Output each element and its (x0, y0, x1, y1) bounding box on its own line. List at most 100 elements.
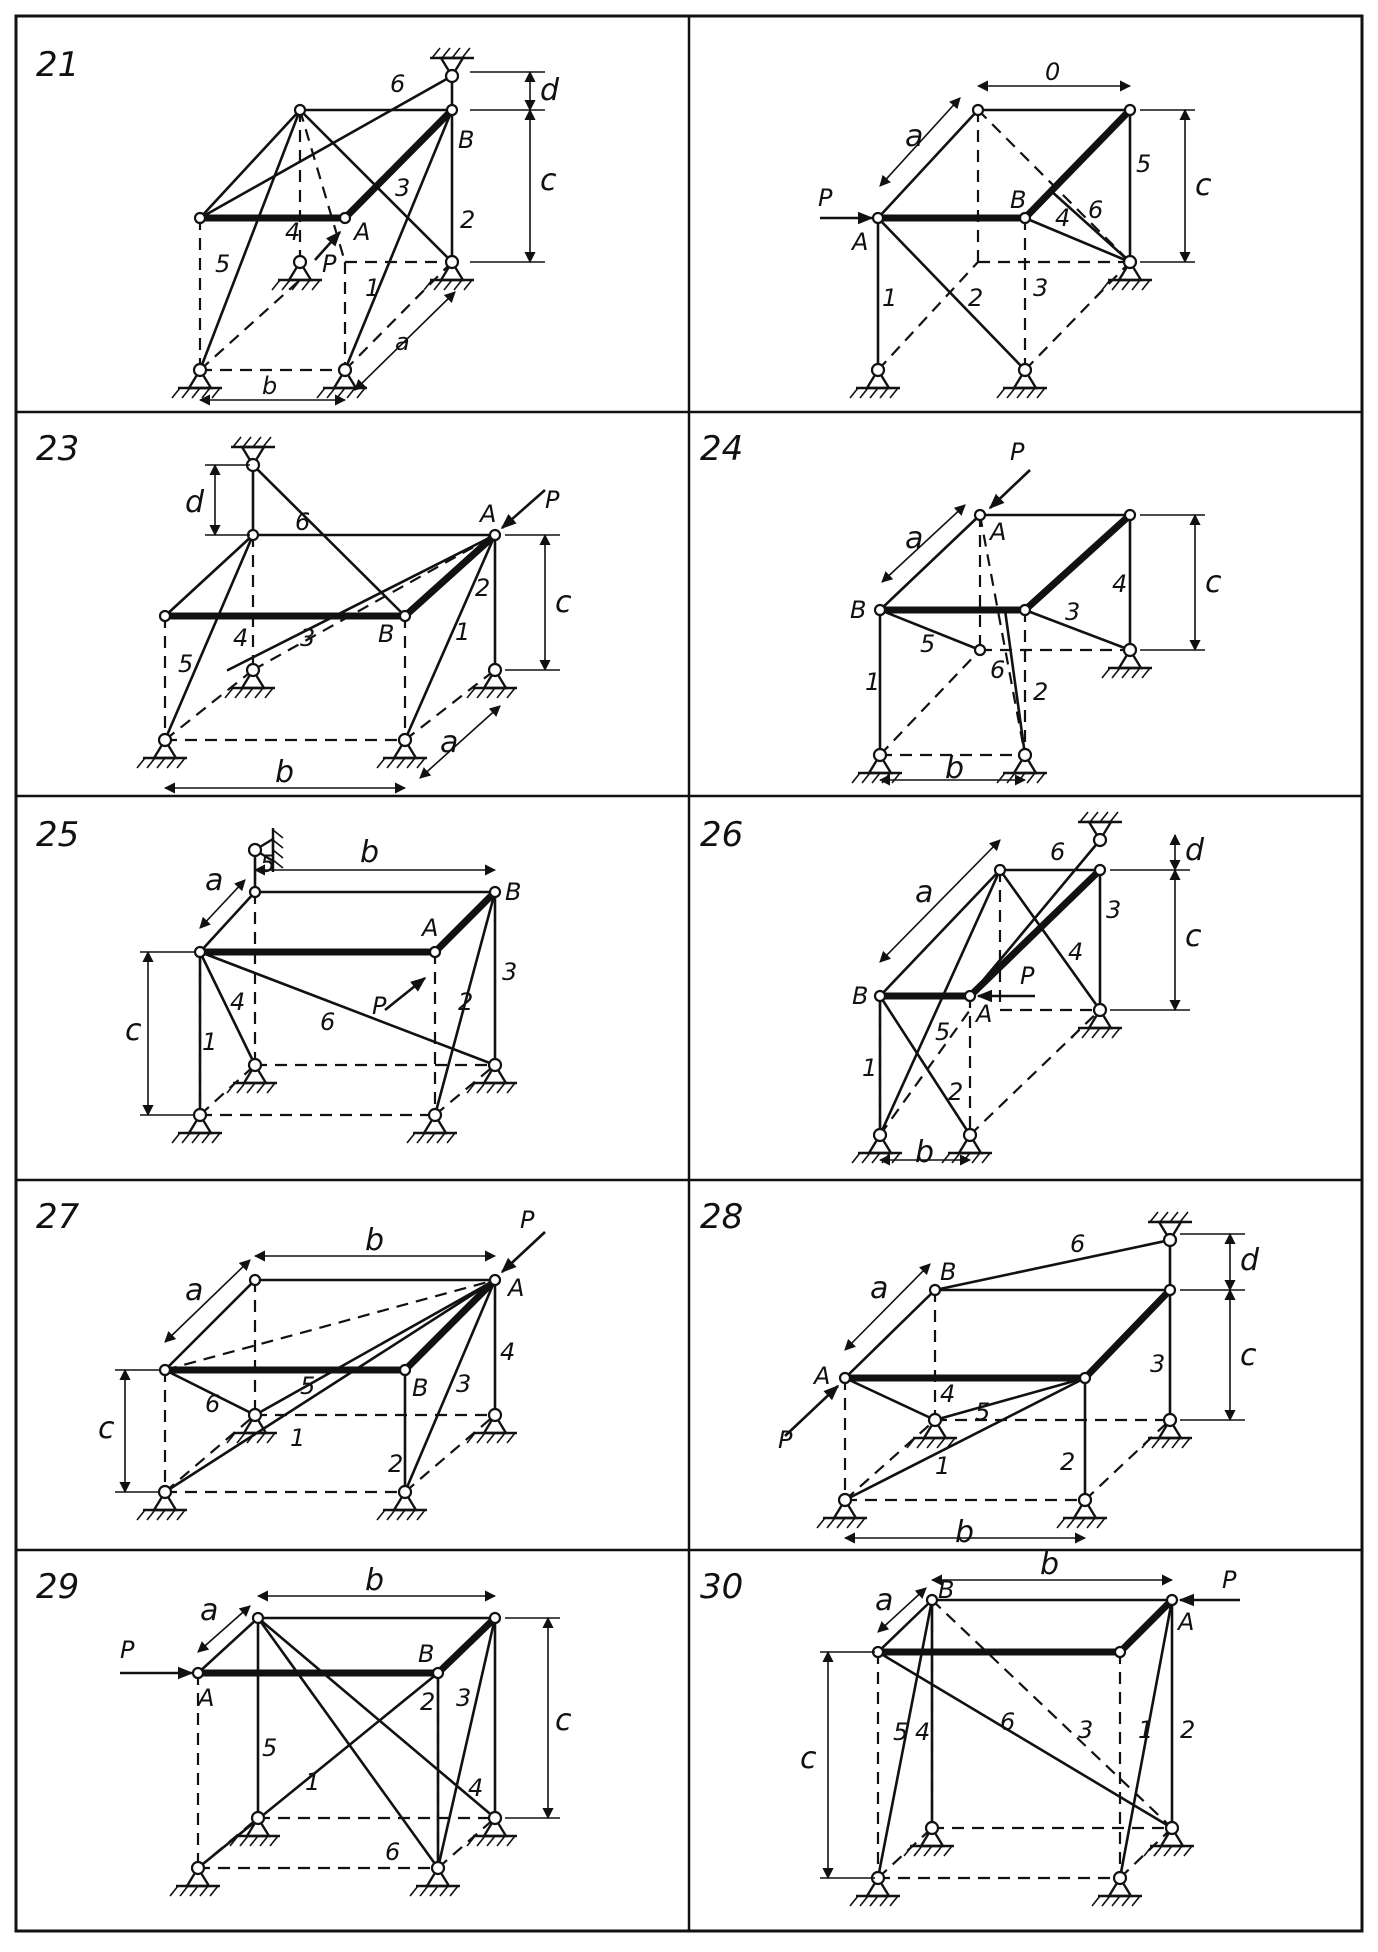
point-label: c (98, 1411, 115, 1446)
point-label: c (800, 1741, 817, 1776)
member-number-label: 1 (1138, 1716, 1153, 1744)
member-number-label: 4 (1068, 938, 1083, 966)
member-number-label: 4 (1055, 204, 1070, 232)
problem-26: 26 A B P a b c d (700, 810, 1205, 1170)
member-number-label: 2 (420, 1688, 435, 1716)
member-number-label: 5 (975, 1398, 990, 1426)
point-label: a (905, 521, 923, 556)
member-number-label: 2 (1033, 678, 1048, 706)
member-number-label: 5 (260, 850, 275, 878)
member-number-label: 2 (475, 574, 490, 602)
problem-number: 21 (36, 45, 79, 85)
point-label: P (545, 486, 560, 514)
member-number-label: 4 (285, 218, 300, 246)
point-label: a (870, 1271, 888, 1306)
member-number-label: 6 (390, 70, 405, 98)
point-label: B (378, 620, 394, 648)
member-number-label: 6 (1088, 196, 1103, 224)
point-label: b (915, 1135, 934, 1170)
point-label: A (988, 518, 1006, 546)
member-number-label: 6 (205, 1390, 220, 1418)
member-number-label: 3 (502, 958, 517, 986)
point-label: P (778, 1426, 793, 1454)
problem-24: 24 A B P a b c 1 2 (700, 429, 1222, 786)
point-label: P (818, 184, 833, 212)
member-number-label: 2 (388, 1450, 403, 1478)
point-label: c (555, 585, 572, 620)
point-label: a (205, 863, 223, 898)
member-number-label: 1 (455, 618, 470, 646)
point-label: A (850, 228, 868, 256)
problem-number: 29 (36, 1567, 79, 1607)
point-label: A (974, 1000, 992, 1028)
point-label: B (458, 126, 474, 154)
member-number-label: 1 (290, 1424, 305, 1452)
point-label: a (395, 328, 410, 356)
point-label: a (875, 1583, 893, 1618)
point-label: A (812, 1362, 830, 1390)
point-label: a (915, 875, 933, 910)
point-label: P (120, 1636, 135, 1664)
member-number-label: 2 (968, 284, 983, 312)
member-number-label: 2 (458, 988, 473, 1016)
problem-29: 29 A B P a b c 1 (36, 1563, 572, 1898)
member-number-label: 6 (990, 656, 1005, 684)
point-label: A (420, 914, 438, 942)
point-label: b (955, 1515, 974, 1550)
member-number-label: 1 (305, 1768, 320, 1796)
member-number-label: 6 (1070, 1230, 1085, 1258)
point-label: b (360, 835, 379, 870)
point-label: P (1010, 438, 1025, 466)
member-number-label: 2 (460, 206, 475, 234)
member-number-label: 1 (882, 284, 897, 312)
member-number-label: 5 (1136, 150, 1151, 178)
point-label: d (185, 485, 205, 520)
member-number-label: 5 (920, 630, 935, 658)
problem-number: 30 (700, 1567, 743, 1607)
member-number-label: 5 (893, 1718, 908, 1746)
problem-number: 28 (700, 1197, 743, 1237)
point-label: P (322, 250, 337, 278)
member-number-label: 4 (230, 988, 245, 1016)
point-label: b (262, 372, 277, 400)
member-number-label: 3 (456, 1684, 471, 1712)
member-number-label: 5 (178, 650, 193, 678)
member-number-label: 6 (295, 508, 310, 536)
member-number-label: 1 (935, 1452, 950, 1480)
member-number-label: 5 (300, 1372, 315, 1400)
member-number-label: 6 (1000, 1708, 1015, 1736)
member-number-label: 6 (385, 1838, 400, 1866)
member-number-label: 4 (1112, 570, 1127, 598)
problem-number: 27 (36, 1197, 80, 1237)
member-number-label: 3 (1033, 274, 1048, 302)
point-label: P (372, 992, 387, 1020)
member-number-label: 6 (320, 1008, 335, 1036)
point-label: P (520, 1206, 535, 1234)
member-number-label: 3 (300, 624, 315, 652)
member-number-label: 6 (1050, 838, 1065, 866)
point-label: B (418, 1640, 434, 1668)
point-label: b (365, 1223, 384, 1258)
member-number-label: 3 (456, 1370, 471, 1398)
problem-number: 23 (36, 429, 79, 469)
member-number-label: 2 (1060, 1448, 1075, 1476)
point-label: B (412, 1374, 428, 1402)
point-label: A (506, 1274, 524, 1302)
point-label: P (1020, 962, 1035, 990)
problem-number: 25 (36, 815, 79, 855)
point-label: d (540, 73, 560, 108)
member-number-label: 1 (865, 668, 880, 696)
member-number-label: 2 (1180, 1716, 1195, 1744)
problem-22: A B P a c 1 2 3 4 5 6 0 (818, 58, 1212, 400)
point-label: a (185, 1273, 203, 1308)
problem-number: 26 (700, 815, 743, 855)
point-label: a (905, 119, 923, 154)
member-number-label: 5 (262, 1734, 277, 1762)
point-label: B (505, 878, 521, 906)
point-label: c (1195, 168, 1212, 203)
problem-27: 27 A B P a b c 1 (36, 1197, 546, 1522)
point-label: a (440, 725, 458, 760)
point-label: b (275, 755, 294, 790)
point-label: a (200, 1593, 218, 1628)
